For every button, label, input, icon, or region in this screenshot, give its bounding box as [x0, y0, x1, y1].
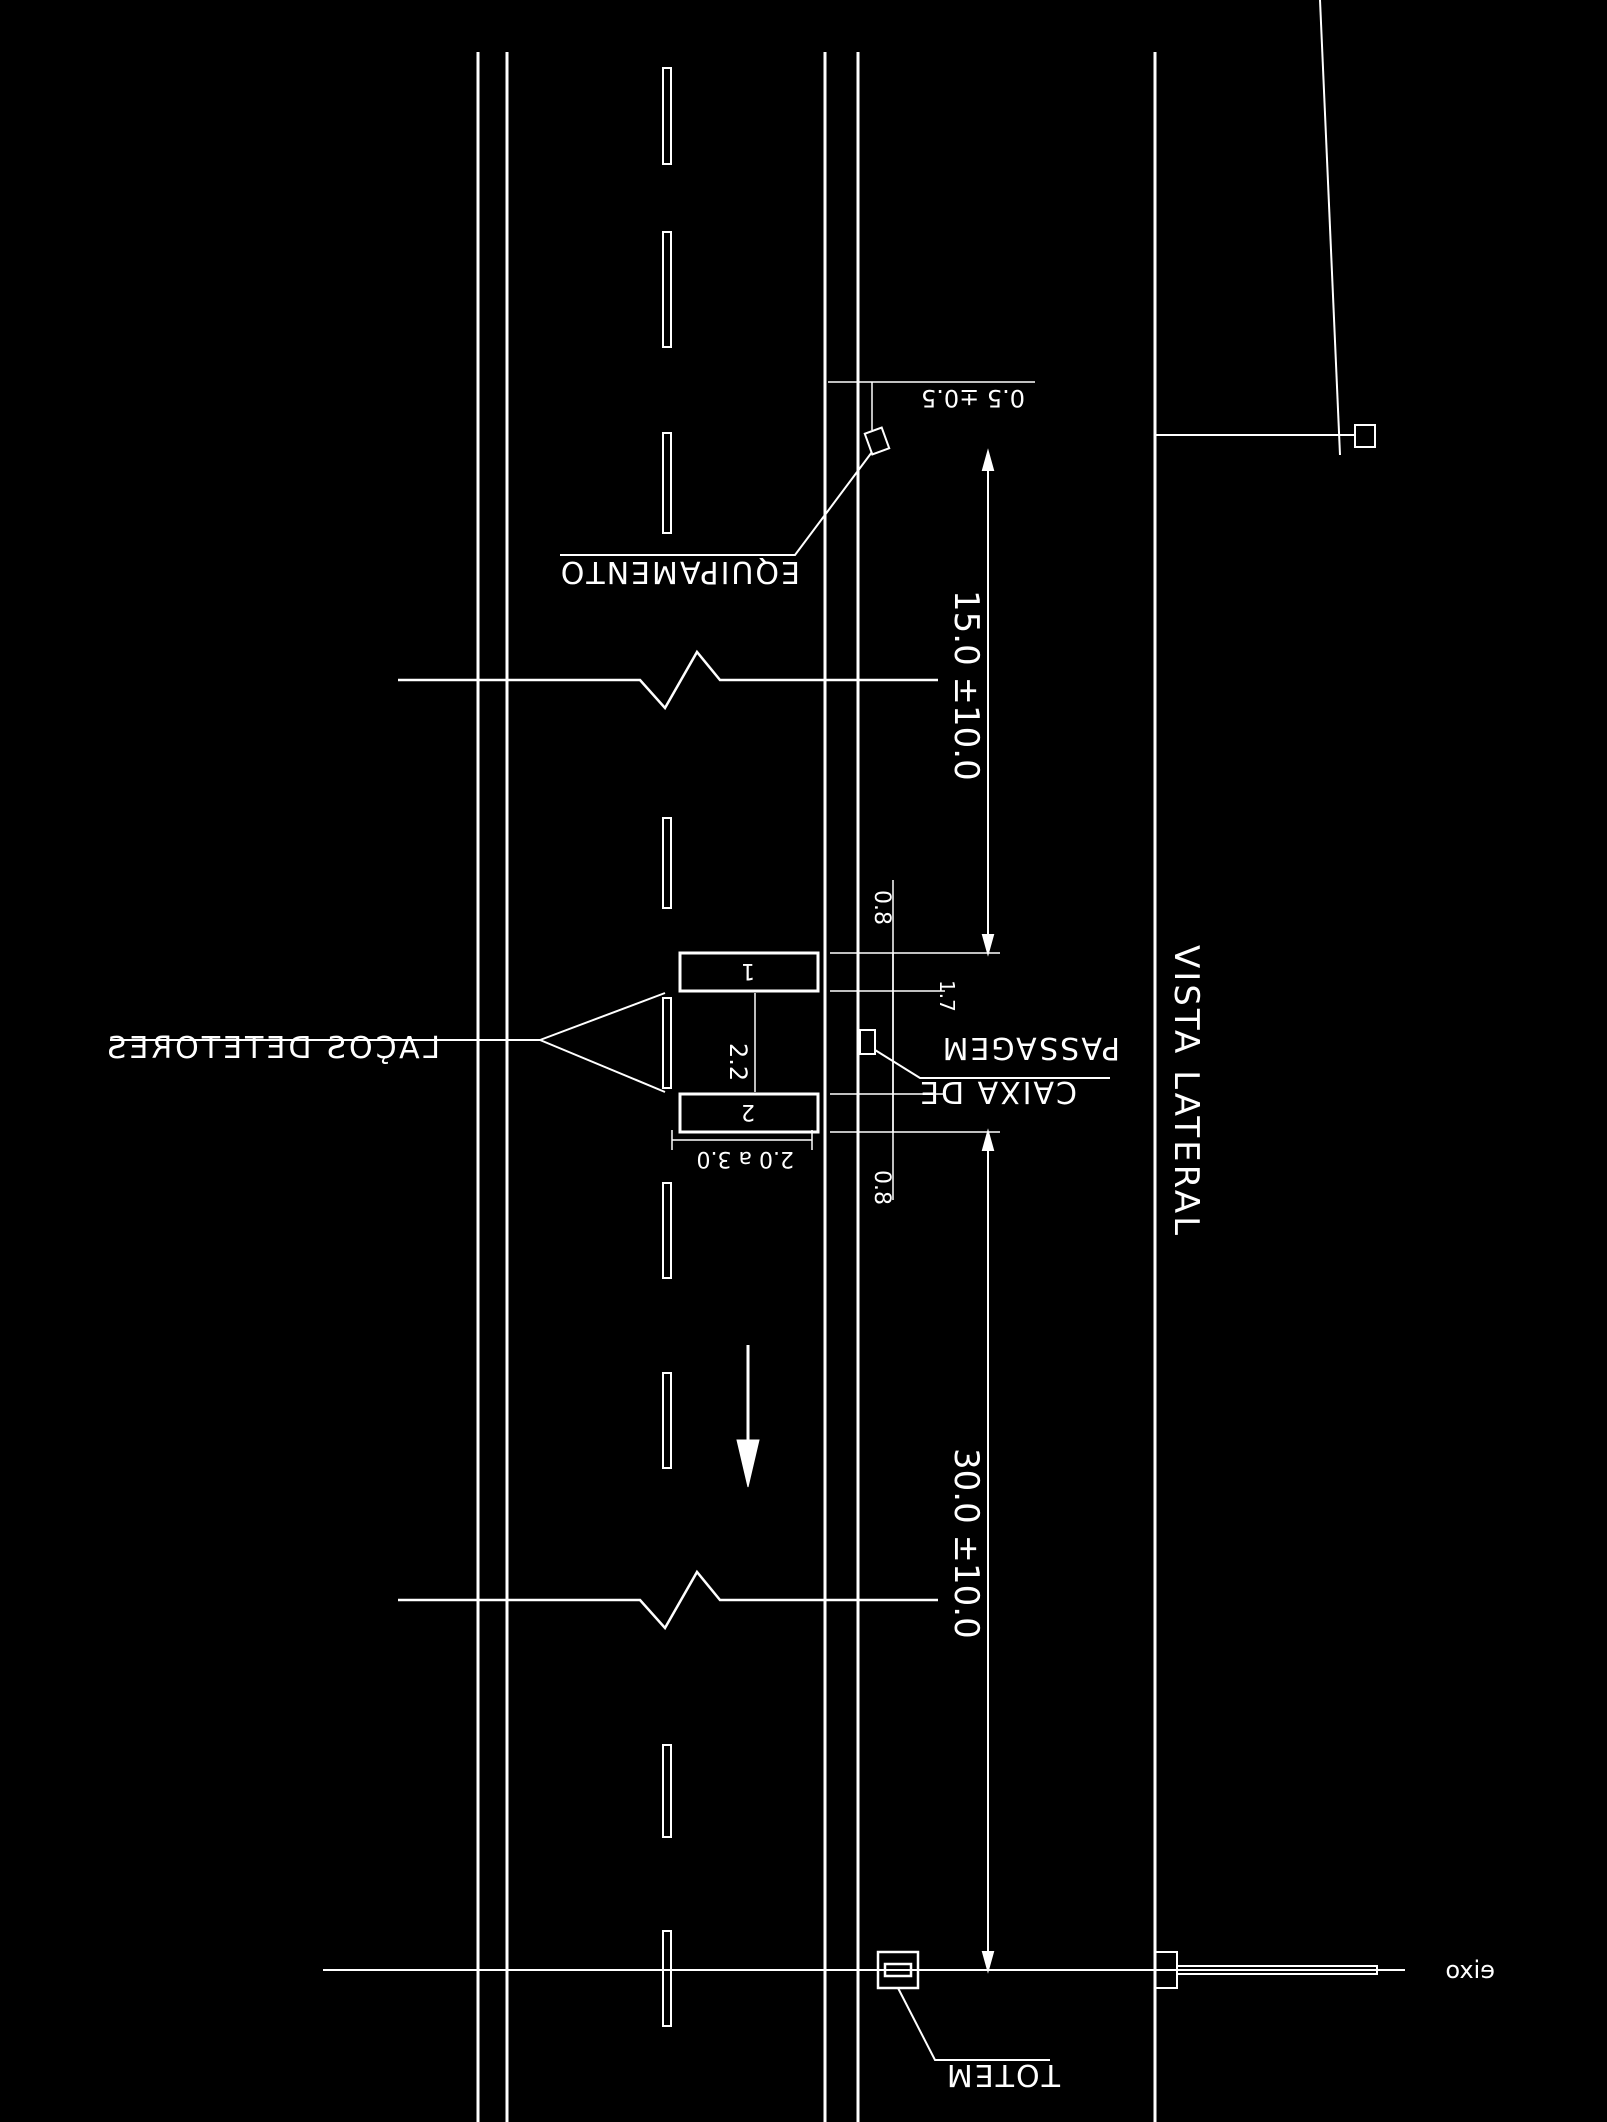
lane-dash	[662, 1372, 672, 1469]
equipment-offset-dimension-lines	[828, 381, 1035, 430]
totem-label: TOTEM	[945, 2057, 1061, 2092]
lane-dash	[662, 817, 672, 909]
lane-dash	[662, 997, 672, 1089]
totem-inner	[883, 1962, 913, 1978]
lane-dash	[662, 1930, 672, 2027]
loop-1-number: 1	[741, 958, 755, 983]
equipment-leader	[560, 451, 873, 556]
upper-distance-dimension-lines	[981, 448, 995, 957]
lacos-leader	[110, 992, 666, 1093]
break-line-upper	[398, 649, 938, 711]
lacos-detetores-label: LAÇOS DETETORES	[104, 1031, 440, 1066]
equipment-marker	[863, 426, 891, 456]
passage-box-leader	[874, 1049, 1110, 1079]
loop-length-dimension: 2.0 a 3.0	[697, 1146, 794, 1171]
break-line-lower	[398, 1569, 938, 1631]
detector-loops: 1 2	[678, 951, 820, 1134]
lane-dash	[662, 67, 672, 165]
lane-dash	[662, 1182, 672, 1279]
eixo-label: eixo	[1445, 1956, 1495, 1984]
loop-2-number: 2	[741, 1099, 755, 1124]
traffic-direction-arrow	[736, 1345, 760, 1488]
lower-distance-dimension-lines	[981, 1128, 995, 1974]
lane-dash	[662, 1744, 672, 1838]
passage-box	[859, 1029, 876, 1055]
caixa-de-label: CAIXA DE	[918, 1074, 1077, 1109]
loop-gap-top-dimension: 0.8	[869, 890, 894, 925]
loop-spacing-dimension: 2.2	[724, 1043, 752, 1081]
totem-leader	[897, 1987, 1050, 2061]
detector-loop-2	[678, 1092, 820, 1134]
upper-distance-dimension: 15.0 ±10.0	[946, 590, 986, 781]
center-lane-dashes	[662, 67, 672, 2027]
road-lines	[476, 52, 1157, 2122]
side-view-pole-upper	[1155, 0, 1376, 456]
loop-gap-bottom-dimension: 0.8	[869, 1170, 894, 1205]
lane-dash	[662, 432, 672, 534]
vista-lateral-label: VISTA LATERAL	[1166, 945, 1206, 1238]
lower-distance-dimension: 30.0 ±10.0	[946, 1448, 986, 1639]
side-view-pole-lower	[1154, 1951, 1378, 1989]
box-offset-dimension: 1.7	[935, 980, 959, 1012]
lane-dash	[662, 231, 672, 348]
equipamento-label: EQUIPAMENTO	[559, 554, 800, 589]
passagem-label: PASSAGEM	[941, 1030, 1120, 1065]
loop-dimension-marks	[671, 880, 1000, 1200]
detector-loop-1	[678, 951, 820, 993]
equipment-offset-dimension: 0.5 ±0.5	[921, 384, 1025, 412]
